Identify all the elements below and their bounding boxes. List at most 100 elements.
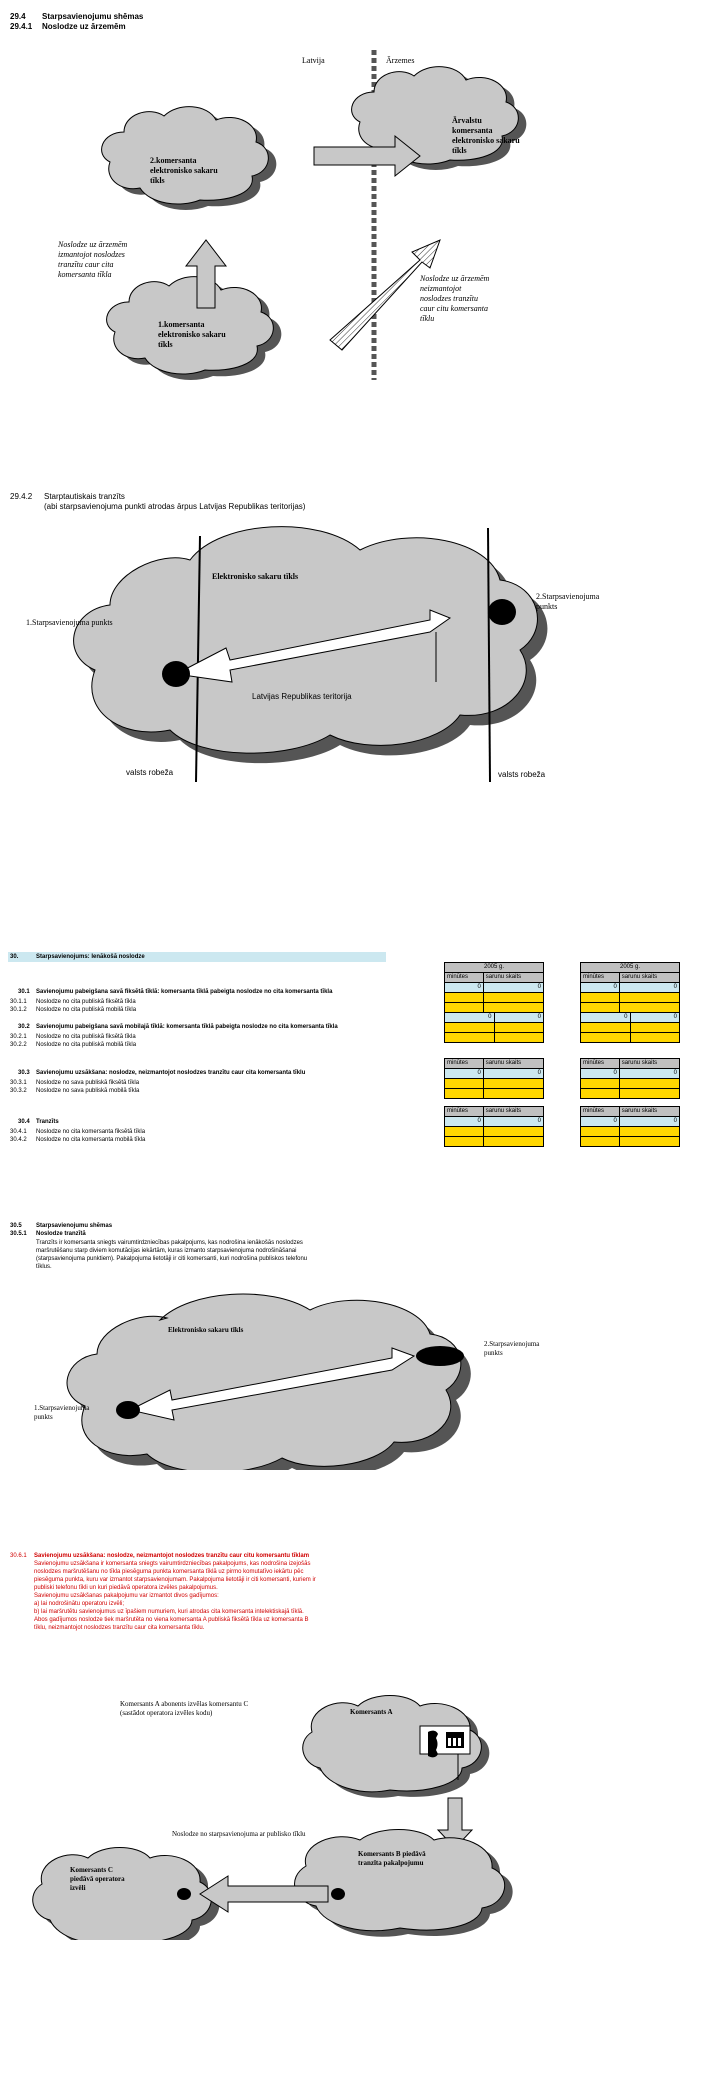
year-header: 2005 g.	[580, 962, 680, 973]
point-1	[162, 661, 190, 687]
input-cell[interactable]	[618, 1002, 681, 1013]
paragraph-line: maršrutēšanu starp diviem komutācijas ie…	[36, 1248, 297, 1254]
input-cell[interactable]	[580, 992, 620, 1003]
input-cell[interactable]	[482, 1088, 545, 1099]
input-cell[interactable]	[493, 1032, 544, 1043]
input-cell[interactable]	[444, 1022, 495, 1033]
cloud-label: Elektronisko sakaru tīkls	[212, 572, 299, 581]
row-text: Savienojumu uzsākšana: noslodze, neizman…	[36, 1070, 306, 1076]
minutes-total: 0	[580, 1116, 620, 1127]
cloud-foreign-line: komersanta	[452, 126, 493, 135]
point-1-label: 1.Starpsavienojuma punkts	[26, 618, 113, 627]
input-cell[interactable]	[444, 992, 484, 1003]
cloud-foreign-line: elektronisko sakaru	[452, 136, 520, 145]
arrow-right	[313, 134, 421, 178]
cloud-operator-a	[302, 1695, 482, 1793]
territory-label: Latvijas Republikas teritorija	[252, 692, 352, 701]
point-1-label-line: 1.Starpsavienojuma	[34, 1404, 90, 1412]
input-cell[interactable]	[482, 992, 545, 1003]
input-cell[interactable]	[444, 1126, 484, 1137]
section-number: 30.6.1	[10, 1553, 27, 1559]
cloud-label: Elektronisko sakaru tīkls	[168, 1326, 244, 1334]
cloud-network	[73, 526, 538, 754]
arrow-diagonal	[329, 239, 441, 351]
input-cell[interactable]	[580, 1002, 620, 1013]
section-title: Savienojumu uzsākšana: noslodze, neizman…	[34, 1553, 310, 1559]
arrow-transit	[128, 1347, 416, 1421]
subsection-title: Noslodze tranzītā	[36, 1231, 86, 1237]
row-text: Noslodze no cita komersanta mobilā tīkla	[36, 1137, 146, 1143]
input-cell[interactable]	[482, 1078, 545, 1089]
input-cell[interactable]	[618, 1078, 681, 1089]
input-cell[interactable]	[444, 1032, 495, 1043]
input-cell[interactable]	[444, 1136, 484, 1147]
operator-a-label: Komersants A	[350, 1708, 393, 1716]
note-right-line: noslodzes tranzītu	[420, 294, 479, 303]
input-cell[interactable]	[444, 1002, 484, 1013]
arrow-transit	[174, 609, 452, 683]
calls-total: 0	[493, 1012, 544, 1023]
input-cell[interactable]	[580, 1078, 620, 1089]
arrow-left	[199, 1875, 329, 1913]
paragraph-line: Abos gadījumos noslodze tiek maršrutēta …	[34, 1617, 309, 1623]
row-number: 30.1.1	[10, 999, 27, 1005]
operator-c-label-line: piedāvā operatora	[70, 1875, 125, 1883]
point-c	[177, 1888, 191, 1900]
row-number: 30.4.2	[10, 1137, 27, 1143]
diagram-international-transit	[73, 526, 548, 783]
note-left-line: komersanta tīkla	[58, 270, 112, 279]
input-cell[interactable]	[482, 1136, 545, 1147]
subsection-number: 30.5.1	[10, 1231, 27, 1237]
subsection-number: 29.4.1	[10, 22, 33, 31]
input-cell[interactable]	[618, 1136, 681, 1147]
input-cell[interactable]	[580, 1136, 620, 1147]
diagram-foreign-traffic	[101, 50, 527, 380]
row-number: 30.2.1	[10, 1034, 27, 1040]
input-cell[interactable]	[580, 1022, 631, 1033]
cloud1-line: elektronisko sakaru	[158, 330, 226, 339]
label-abroad: Ārzemes	[386, 56, 415, 65]
note-left-line: izmantojot noslodzes	[58, 250, 125, 259]
input-cell[interactable]	[580, 1126, 620, 1137]
input-cell[interactable]	[618, 1126, 681, 1137]
cloud-operator-b	[294, 1829, 506, 1932]
input-cell[interactable]	[629, 1022, 680, 1033]
row-number: 30.3.1	[10, 1080, 27, 1086]
input-cell[interactable]	[444, 1088, 484, 1099]
input-cell[interactable]	[482, 1126, 545, 1137]
col-minutes: minūtes	[580, 1058, 620, 1069]
point-2-label-line: punkts	[484, 1349, 503, 1357]
row-text: Noslodze no sava publiskā mobilā tīkla	[36, 1088, 140, 1094]
arrow-label: Noslodze no starpsavienojuma ar publisko…	[172, 1830, 306, 1838]
minutes-total: 0	[444, 1068, 484, 1079]
arrow-up	[184, 239, 228, 309]
col-minutes: minūtes	[444, 1058, 484, 1069]
input-cell[interactable]	[580, 1088, 620, 1099]
input-cell[interactable]	[618, 1088, 681, 1099]
operator-b-label-line: tranzīta pakalpojumu	[358, 1859, 424, 1867]
row-text: Noslodze no cita publiskā mobilā tīkla	[36, 1007, 137, 1013]
section-number: 30.	[10, 954, 19, 960]
input-cell[interactable]	[618, 992, 681, 1003]
input-cell[interactable]	[493, 1022, 544, 1033]
calls-total: 0	[482, 1116, 545, 1127]
input-cell[interactable]	[482, 1002, 545, 1013]
col-calls: sarunu skaits	[618, 972, 681, 983]
row-text: Savienojumu pabeigšana savā fiksētā tīkl…	[36, 989, 333, 995]
point-2-label-line: 2.Starpsavienojuma	[484, 1340, 540, 1348]
paragraph-line: tīklu, neizmantojot noslodzes tranzītu c…	[34, 1625, 205, 1631]
cloud-operator-c	[32, 1847, 212, 1940]
input-cell[interactable]	[444, 1078, 484, 1089]
col-minutes: minūtes	[444, 1106, 484, 1117]
col-calls: sarunu skaits	[618, 1106, 681, 1117]
note-right-line: caur citu komersanta	[420, 304, 488, 313]
input-cell[interactable]	[580, 1032, 631, 1043]
input-cell[interactable]	[629, 1032, 680, 1043]
